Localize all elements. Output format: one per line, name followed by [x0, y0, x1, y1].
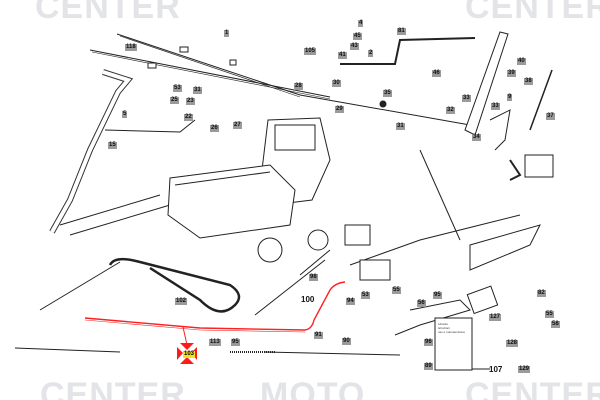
part-label-29[interactable]: 29 [335, 106, 344, 113]
part-label-1[interactable]: 1 [224, 30, 230, 37]
part-label-46[interactable]: 46 [432, 70, 441, 77]
clutch-cable [299, 37, 476, 126]
part-label-30[interactable]: 30 [332, 80, 341, 87]
leader-103 [182, 326, 188, 346]
part-label-27[interactable]: 27 [233, 122, 242, 129]
part-label-100[interactable]: 100 [301, 295, 315, 304]
part-label-37[interactable]: 37 [546, 113, 555, 120]
part-label-53[interactable]: 53 [173, 85, 182, 92]
part-label-98[interactable]: 98 [309, 274, 318, 281]
part-label-39[interactable]: 39 [507, 70, 516, 77]
part-label-58[interactable]: 58 [551, 321, 560, 328]
highlighted-cable-103 [84, 319, 306, 333]
part-label-33[interactable]: 33 [462, 95, 471, 102]
part-label-32[interactable]: 32 [446, 107, 455, 114]
part-label-95[interactable]: 95 [231, 339, 240, 346]
part-label-23[interactable]: 23 [186, 98, 195, 105]
part-label-40[interactable]: 40 [517, 58, 526, 65]
watermark: CENTER [465, 376, 600, 400]
watermark: CENTER [465, 0, 600, 26]
part-label-5[interactable]: 5 [122, 111, 128, 118]
part-label-129[interactable]: 129 [518, 366, 531, 373]
cable-pair-left [59, 119, 196, 236]
part-label-127[interactable]: 127 [489, 314, 502, 321]
handlebar [49, 69, 134, 234]
part-label-96[interactable]: 96 [424, 339, 433, 346]
part-label-118[interactable]: 118 [125, 44, 137, 51]
part-label-34[interactable]: 34 [472, 134, 481, 141]
watermark: CENTER [35, 0, 181, 26]
part-label-31[interactable]: 31 [396, 123, 405, 130]
rear-cable-loop [39, 257, 241, 313]
part-label-38[interactable]: 38 [524, 78, 533, 85]
part-label-55[interactable]: 55 [392, 287, 401, 294]
vehicle-cab [167, 117, 331, 263]
brake-pedal-assembly [344, 149, 554, 336]
part-label-91[interactable]: 91 [314, 332, 323, 339]
part-label-33[interactable]: 33 [491, 103, 500, 110]
owners-manual-card [434, 317, 490, 371]
part-label-9[interactable]: 9 [507, 94, 513, 101]
part-label-89[interactable]: 89 [424, 363, 433, 370]
rear-brake-cables [14, 249, 401, 356]
part-label-45[interactable]: 45 [353, 33, 362, 40]
part-label-31[interactable]: 31 [193, 87, 202, 94]
part-label-43[interactable]: 43 [350, 43, 359, 50]
part-label-95[interactable]: 95 [433, 292, 442, 299]
part-label-41[interactable]: 41 [338, 52, 347, 59]
part-label-56[interactable]: 56 [417, 300, 426, 307]
part-label-103[interactable]: 103 [183, 351, 196, 358]
part-label-2[interactable]: 2 [368, 50, 374, 57]
highlighted-cable-103 [84, 281, 346, 331]
part-label-90[interactable]: 90 [342, 338, 351, 345]
part-label-105[interactable]: 105 [304, 48, 317, 55]
part-label-26[interactable]: 26 [210, 125, 219, 132]
part-label-25[interactable]: 25 [170, 97, 179, 104]
part-label-28[interactable]: 28 [294, 83, 303, 90]
watermark: CENTER [40, 376, 186, 400]
hand-brake-lever [464, 31, 553, 151]
part-label-35[interactable]: 35 [383, 90, 392, 97]
part-label-128[interactable]: 128 [506, 340, 519, 347]
throttle-cables [89, 33, 331, 100]
part-label-55[interactable]: 55 [545, 311, 554, 318]
part-label-113[interactable]: 113 [209, 339, 221, 346]
part-label-94[interactable]: 94 [346, 298, 355, 305]
part-label-53[interactable]: 53 [361, 292, 370, 299]
part-label-15[interactable]: 15 [108, 142, 117, 149]
part-label-107[interactable]: 107 [489, 365, 503, 374]
part-label-81[interactable]: 81 [397, 28, 406, 35]
part-label-82[interactable]: 82 [537, 290, 546, 297]
watermark: MOTO [260, 376, 366, 400]
part-label-22[interactable]: 22 [184, 114, 193, 121]
part-label-102[interactable]: 102 [175, 298, 188, 305]
part-label-4[interactable]: 4 [358, 20, 364, 27]
